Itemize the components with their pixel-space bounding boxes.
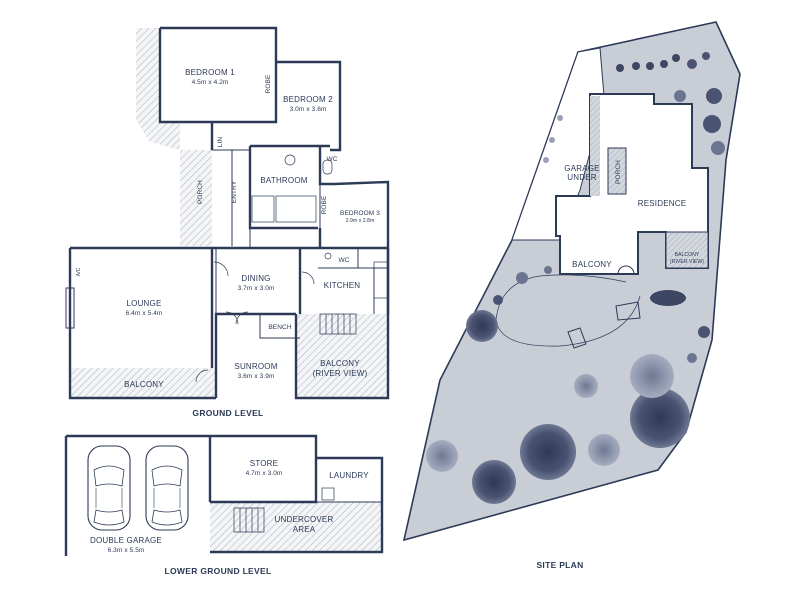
balcony-hatch bbox=[70, 368, 216, 398]
river-balcony-hatch bbox=[296, 314, 388, 398]
car-icon bbox=[87, 445, 131, 531]
site-river-balcony-label-2: (RIVER VIEW) bbox=[670, 259, 704, 265]
steps-site bbox=[567, 301, 641, 349]
ac-label: A/C bbox=[76, 267, 82, 276]
bedroom1-name: BEDROOM 1 bbox=[185, 68, 235, 77]
dining-size: 3.7m x 3.0m bbox=[238, 285, 275, 292]
lounge-name: LOUNGE bbox=[127, 299, 162, 308]
stairs-lower bbox=[233, 507, 265, 533]
dining-kitchen-walls bbox=[212, 228, 390, 314]
door-arcs bbox=[195, 261, 315, 383]
site-residence-label: RESIDENCE bbox=[638, 199, 686, 208]
laundry-label: LAUNDRY bbox=[329, 471, 369, 480]
lin-label: LIN bbox=[217, 137, 224, 148]
bedroom-wing-walls bbox=[158, 26, 342, 152]
site-garage-label-1: GARAGE bbox=[564, 164, 599, 173]
pond bbox=[650, 290, 686, 306]
basin bbox=[284, 154, 296, 166]
laundry-tub bbox=[321, 487, 335, 501]
ground-level-plan: BEDROOM 1 4.5m x 4.2m BEDROOM 2 3.0m x 3… bbox=[65, 26, 390, 418]
site-river-balcony-label-1: BALCONY bbox=[675, 252, 700, 258]
undercover-hatch bbox=[210, 502, 382, 552]
bedroom1-size: 4.5m x 4.2m bbox=[192, 79, 229, 86]
laundry-lines bbox=[315, 458, 382, 503]
undercover-label-2: AREA bbox=[293, 525, 316, 534]
bath-tub bbox=[275, 195, 317, 223]
site-plan-title: SITE PLAN bbox=[536, 560, 583, 570]
robe3-label: ROBE bbox=[321, 195, 328, 214]
balcony-river-label-2: (RIVER VIEW) bbox=[313, 369, 368, 378]
entry-label: ENTRY bbox=[231, 180, 238, 203]
dining-name: DINING bbox=[241, 274, 270, 283]
bedroom2-size: 3.0m x 3.6m bbox=[290, 106, 327, 113]
site-river-balcony-hatch bbox=[665, 231, 709, 269]
lower-ground-level-title: LOWER GROUND LEVEL bbox=[165, 566, 272, 576]
kitchen-bench bbox=[373, 261, 389, 299]
sunroom-size: 3.6m x 3.9m bbox=[238, 373, 275, 380]
bedroom3-name: BEDROOM 3 bbox=[340, 210, 380, 217]
wc1-label: WC bbox=[326, 156, 337, 163]
entry-porch-hatch bbox=[136, 28, 212, 246]
robe1-label: ROBE bbox=[265, 74, 272, 93]
toilet bbox=[322, 159, 333, 175]
lounge-size: 6.4m x 5.4m bbox=[126, 310, 163, 317]
bench-label: BENCH bbox=[268, 324, 291, 331]
stairs-site bbox=[617, 265, 635, 275]
sunroom-name: SUNROOM bbox=[234, 362, 277, 371]
shower bbox=[251, 195, 275, 223]
driveway bbox=[511, 47, 605, 241]
porch-label: PORCH bbox=[197, 180, 204, 204]
store-name: STORE bbox=[250, 459, 278, 468]
kitchen-sink bbox=[324, 252, 332, 260]
lounge-window bbox=[65, 287, 75, 329]
stairs-ground bbox=[319, 313, 357, 335]
ground-level-title: GROUND LEVEL bbox=[192, 408, 263, 418]
garage-name: DOUBLE GARAGE bbox=[90, 536, 162, 545]
balcony-label: BALCONY bbox=[124, 380, 164, 389]
site-balcony-label: BALCONY bbox=[572, 260, 612, 269]
bedroom2-name: BEDROOM 2 bbox=[283, 95, 333, 104]
site-plan: GARAGE UNDER PORCH RESIDENCE BALCONY BAL… bbox=[402, 21, 741, 570]
kitchen-label: KITCHEN bbox=[324, 281, 361, 290]
bathroom-label: BATHROOM bbox=[260, 176, 307, 185]
site-garage-label-2: UNDER bbox=[567, 173, 596, 182]
car-icon bbox=[145, 445, 189, 531]
balcony-river-label-1: BALCONY bbox=[320, 359, 360, 368]
store-size: 4.7m x 3.0m bbox=[246, 470, 283, 477]
lower-ground-level-plan: STORE 4.7m x 3.0m LAUNDRY UNDERCOVER ARE… bbox=[64, 434, 384, 576]
site-garage-hatch bbox=[590, 96, 600, 196]
garage-size: 6.3m x 5.5m bbox=[108, 547, 145, 554]
site-porch-hatch bbox=[607, 147, 627, 195]
site-porch-label: PORCH bbox=[615, 160, 622, 184]
tree-icons bbox=[426, 52, 725, 504]
undercover-label-1: UNDERCOVER bbox=[275, 515, 334, 524]
bedroom3-size: 2.9m x 2.8m bbox=[346, 218, 375, 224]
wc2-label: WC bbox=[338, 257, 349, 264]
